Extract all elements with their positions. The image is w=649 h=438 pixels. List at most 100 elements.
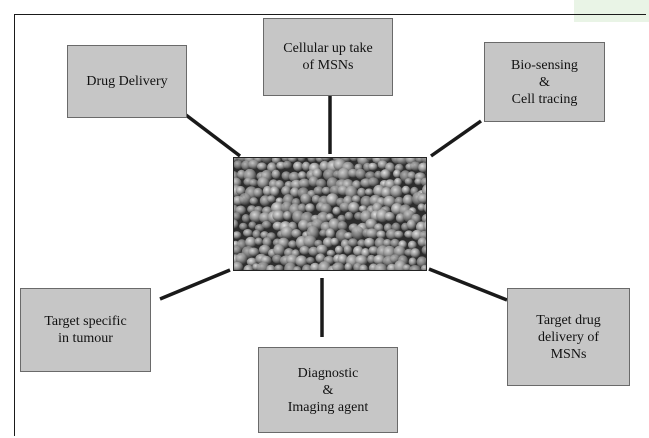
nanoparticle: [316, 178, 327, 189]
nanoparticle: [281, 171, 291, 181]
nanoparticle: [421, 184, 426, 197]
nanoparticle: [414, 178, 423, 186]
nanoparticle: [280, 226, 294, 239]
nanoparticle: [299, 245, 310, 255]
nanoparticle: [357, 239, 366, 248]
corner-tint: [574, 0, 649, 22]
node-drug-delivery: Drug Delivery: [67, 45, 187, 118]
nanoparticle: [315, 253, 326, 263]
nanoparticle: [239, 222, 248, 231]
nanoparticle: [298, 178, 311, 189]
nanoparticle: [282, 160, 292, 169]
nanoparticle: [256, 262, 270, 270]
node-cellular-uptake: Cellular up take of MSNs: [263, 18, 393, 96]
nanoparticle: [361, 248, 370, 258]
nanoparticle: [300, 193, 312, 205]
nanoparticle: [310, 262, 321, 270]
nanoparticle: [326, 249, 336, 257]
node-bio-sensing-label: Bio-sensing & Cell tracing: [511, 57, 578, 107]
nanoparticle: [256, 162, 267, 171]
nanoparticle: [374, 263, 388, 270]
nanoparticle: [351, 195, 361, 203]
nanoparticle: [319, 229, 328, 237]
nanoparticle: [337, 214, 346, 223]
nanoparticle: [318, 261, 331, 270]
nanoparticle: [303, 235, 317, 248]
nanoparticle: [260, 231, 269, 239]
nanoparticle: [344, 211, 354, 221]
nanoparticle: [325, 228, 335, 239]
nanoparticle: [393, 169, 401, 178]
nanoparticle: [312, 168, 323, 179]
nanoparticle: [235, 185, 246, 196]
nanoparticle: [407, 240, 417, 250]
nanoparticle: [235, 205, 246, 215]
connector-drug-delivery: [180, 110, 242, 158]
nanoparticle: [421, 213, 426, 224]
nanoparticle: [274, 264, 284, 270]
nanoparticle: [329, 185, 342, 196]
node-bio-sensing: Bio-sensing & Cell tracing: [484, 42, 605, 122]
nanoparticle: [249, 179, 258, 187]
nanoparticle: [248, 247, 260, 257]
nanoparticle: [404, 230, 414, 238]
nanoparticle: [241, 160, 251, 171]
nanoparticle: [404, 178, 413, 185]
nanoparticle: [368, 162, 378, 171]
nanoparticle: [281, 185, 291, 196]
nanoparticle: [254, 237, 263, 246]
nanoparticle: [291, 229, 302, 238]
nanoparticle: [293, 161, 303, 172]
nanoparticle: [290, 187, 300, 198]
nanoparticle: [316, 244, 328, 255]
nanoparticle: [417, 237, 426, 247]
nanoparticle: [321, 186, 331, 195]
nanoparticle: [262, 237, 272, 248]
nanoparticle: [249, 197, 259, 205]
nanoparticle: [381, 187, 392, 199]
nanoparticle: [234, 261, 243, 270]
nanoparticle: [395, 213, 405, 223]
nanoparticle: [339, 202, 351, 212]
nanoparticle: [266, 264, 276, 270]
nanoparticle: [248, 221, 257, 229]
nanoparticle: [272, 210, 285, 222]
node-target-specific-label: Target specific in tumour: [44, 314, 127, 346]
nanoparticle: [355, 168, 366, 180]
node-target-specific: Target specific in tumour: [20, 288, 151, 372]
nanoparticle: [424, 239, 426, 247]
nanoparticle: [415, 221, 426, 233]
nanoparticle: [420, 264, 426, 270]
nanoparticle: [365, 228, 379, 239]
nanoparticle: [409, 265, 421, 270]
nanoparticle: [337, 167, 351, 182]
nanoparticle: [368, 177, 379, 187]
nanoparticle: [234, 160, 243, 170]
nanoparticle: [284, 262, 297, 270]
nanoparticle: [274, 180, 285, 190]
nanoparticle: [252, 229, 261, 239]
nanoparticle: [335, 229, 349, 242]
nanoparticle: [376, 230, 386, 239]
nanoparticle: [245, 236, 257, 248]
nanoparticle: [351, 226, 365, 240]
nanoparticle: [425, 257, 426, 263]
nanoparticle: [407, 171, 416, 180]
nanoparticle: [262, 185, 273, 197]
nanoparticle: [390, 238, 400, 248]
nanoparticle: [411, 229, 423, 241]
nanoparticle: [288, 240, 297, 249]
nanoparticle: [419, 230, 426, 240]
nanoparticle: [384, 211, 395, 222]
nanoparticle: [306, 256, 315, 264]
nanoparticle: [337, 221, 348, 231]
nanoparticle: [243, 264, 254, 270]
sem-micrograph-image: [234, 158, 426, 270]
nanoparticle: [391, 222, 401, 232]
nanoparticle: [271, 169, 281, 179]
nanoparticle: [261, 220, 272, 229]
connector-bio-sensing: [429, 119, 483, 158]
nanoparticle: [248, 159, 260, 170]
nanoparticle: [394, 230, 404, 239]
nanoparticle: [305, 203, 315, 213]
